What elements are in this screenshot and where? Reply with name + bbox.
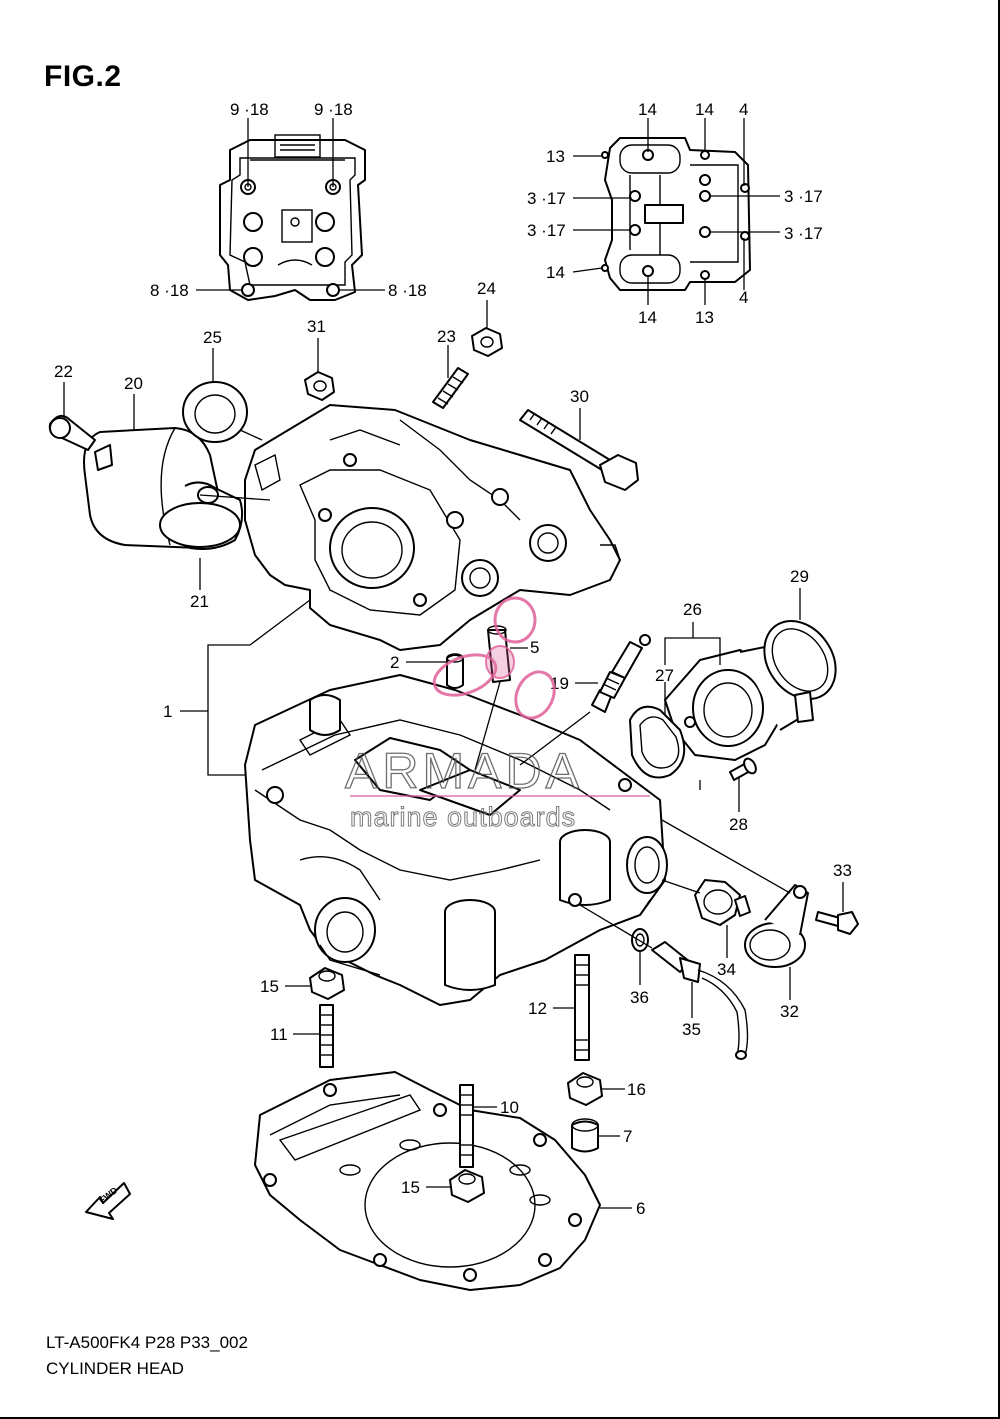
callout-14-top-left: 14 (638, 100, 657, 119)
callout-30: 30 (570, 387, 589, 406)
thermostat-housing (744, 884, 809, 968)
callout-31: 31 (307, 317, 326, 336)
head-cover-bolt-inset (601, 137, 751, 291)
leader-lines (63, 118, 844, 1209)
callout-3-17-d: 3 ·17 (784, 224, 823, 243)
callout-5: 5 (530, 638, 539, 657)
callout-12: 12 (528, 999, 547, 1018)
thermostat (694, 879, 751, 926)
figure-title: FIG.2 (44, 60, 122, 93)
spark-plug (591, 634, 651, 713)
callout-8-18-left: 8 ·18 (150, 281, 189, 300)
bolt-30 (519, 409, 639, 491)
callout-7: 7 (623, 1127, 632, 1146)
callout-15-lower: 15 (401, 1178, 420, 1197)
head-gasket (254, 1071, 601, 1291)
callout-29: 29 (790, 567, 809, 586)
callout-9-18-right: 9 ·18 (314, 100, 353, 119)
callout-34: 34 (717, 960, 736, 979)
head-top-view-inset (219, 134, 366, 301)
bolt-33 (815, 911, 841, 927)
stud-12 (574, 954, 590, 1061)
callout-13-bottom: 13 (695, 308, 714, 327)
section-name: CYLINDER HEAD (46, 1359, 184, 1378)
callout-24: 24 (477, 279, 496, 298)
callout-14-top-right: 14 (695, 100, 714, 119)
armada-watermark: ARMADA marine outboards (344, 596, 650, 833)
callout-4-bottom: 4 (739, 288, 748, 307)
callout-labels: 9 ·18 9 ·18 8 ·18 8 ·18 14 14 4 13 3 ·17… (54, 100, 852, 1218)
callout-3-17-b: 3 ·17 (527, 221, 566, 240)
callout-21: 21 (190, 592, 209, 611)
seal-ring (182, 381, 248, 443)
callout-15-upper: 15 (260, 977, 279, 996)
stud-23 (432, 367, 469, 409)
cylinder-head-cover (244, 404, 621, 651)
callout-33: 33 (833, 861, 852, 880)
logo-loop-right (514, 670, 556, 720)
callout-16: 16 (627, 1080, 646, 1099)
callout-9-18-left: 9 ·18 (230, 100, 269, 119)
washer-36 (631, 928, 649, 952)
tube-5 (487, 629, 511, 683)
logo-loop-left (432, 653, 498, 697)
logo-center (485, 645, 515, 679)
callout-26: 26 (683, 600, 702, 619)
armada-logo-icon (432, 596, 556, 720)
callout-11: 11 (270, 1025, 288, 1044)
logo-loop-top (493, 596, 537, 644)
callout-3-17-c: 3 ·17 (784, 187, 823, 206)
cover-assembly (48, 414, 244, 550)
callout-14-left: 14 (546, 263, 565, 282)
callout-1: 1 (163, 702, 172, 721)
callout-23: 23 (437, 327, 456, 346)
callout-28: 28 (729, 815, 748, 834)
callout-36: 36 (630, 988, 649, 1007)
nut-24 (471, 327, 503, 357)
callout-22: 22 (54, 362, 73, 381)
gasket-27 (629, 705, 686, 779)
watermark-brand: ARMADA (345, 743, 583, 799)
fwd-arrow-icon: FWD (85, 1182, 131, 1220)
callout-6: 6 (636, 1199, 645, 1218)
callout-14-bottom: 14 (638, 308, 657, 327)
callout-8-18-right: 8 ·18 (388, 281, 427, 300)
clamp-29 (763, 620, 837, 700)
nut-31 (304, 371, 335, 401)
callout-10: 10 (500, 1098, 519, 1117)
temp-sensor (651, 941, 749, 1060)
callout-32: 32 (780, 1002, 799, 1021)
callout-13-left: 13 (546, 147, 565, 166)
callout-35: 35 (682, 1020, 701, 1039)
dowel-7 (571, 1120, 599, 1153)
callout-2: 2 (390, 653, 399, 672)
nut-16 (567, 1072, 603, 1106)
callout-20: 20 (124, 374, 143, 393)
drawing-code: LT-A500FK4 P28 P33_002 (46, 1333, 248, 1352)
watermark-tagline: marine outboards (350, 802, 576, 832)
callout-27: 27 (655, 666, 674, 685)
stud-11 (319, 1004, 334, 1068)
cylinder-head-body (244, 674, 668, 1006)
callout-3-17-a: 3 ·17 (527, 189, 566, 208)
callout-4-top: 4 (739, 100, 748, 119)
callout-25: 25 (203, 328, 222, 347)
nut-15-upper (309, 967, 345, 1000)
